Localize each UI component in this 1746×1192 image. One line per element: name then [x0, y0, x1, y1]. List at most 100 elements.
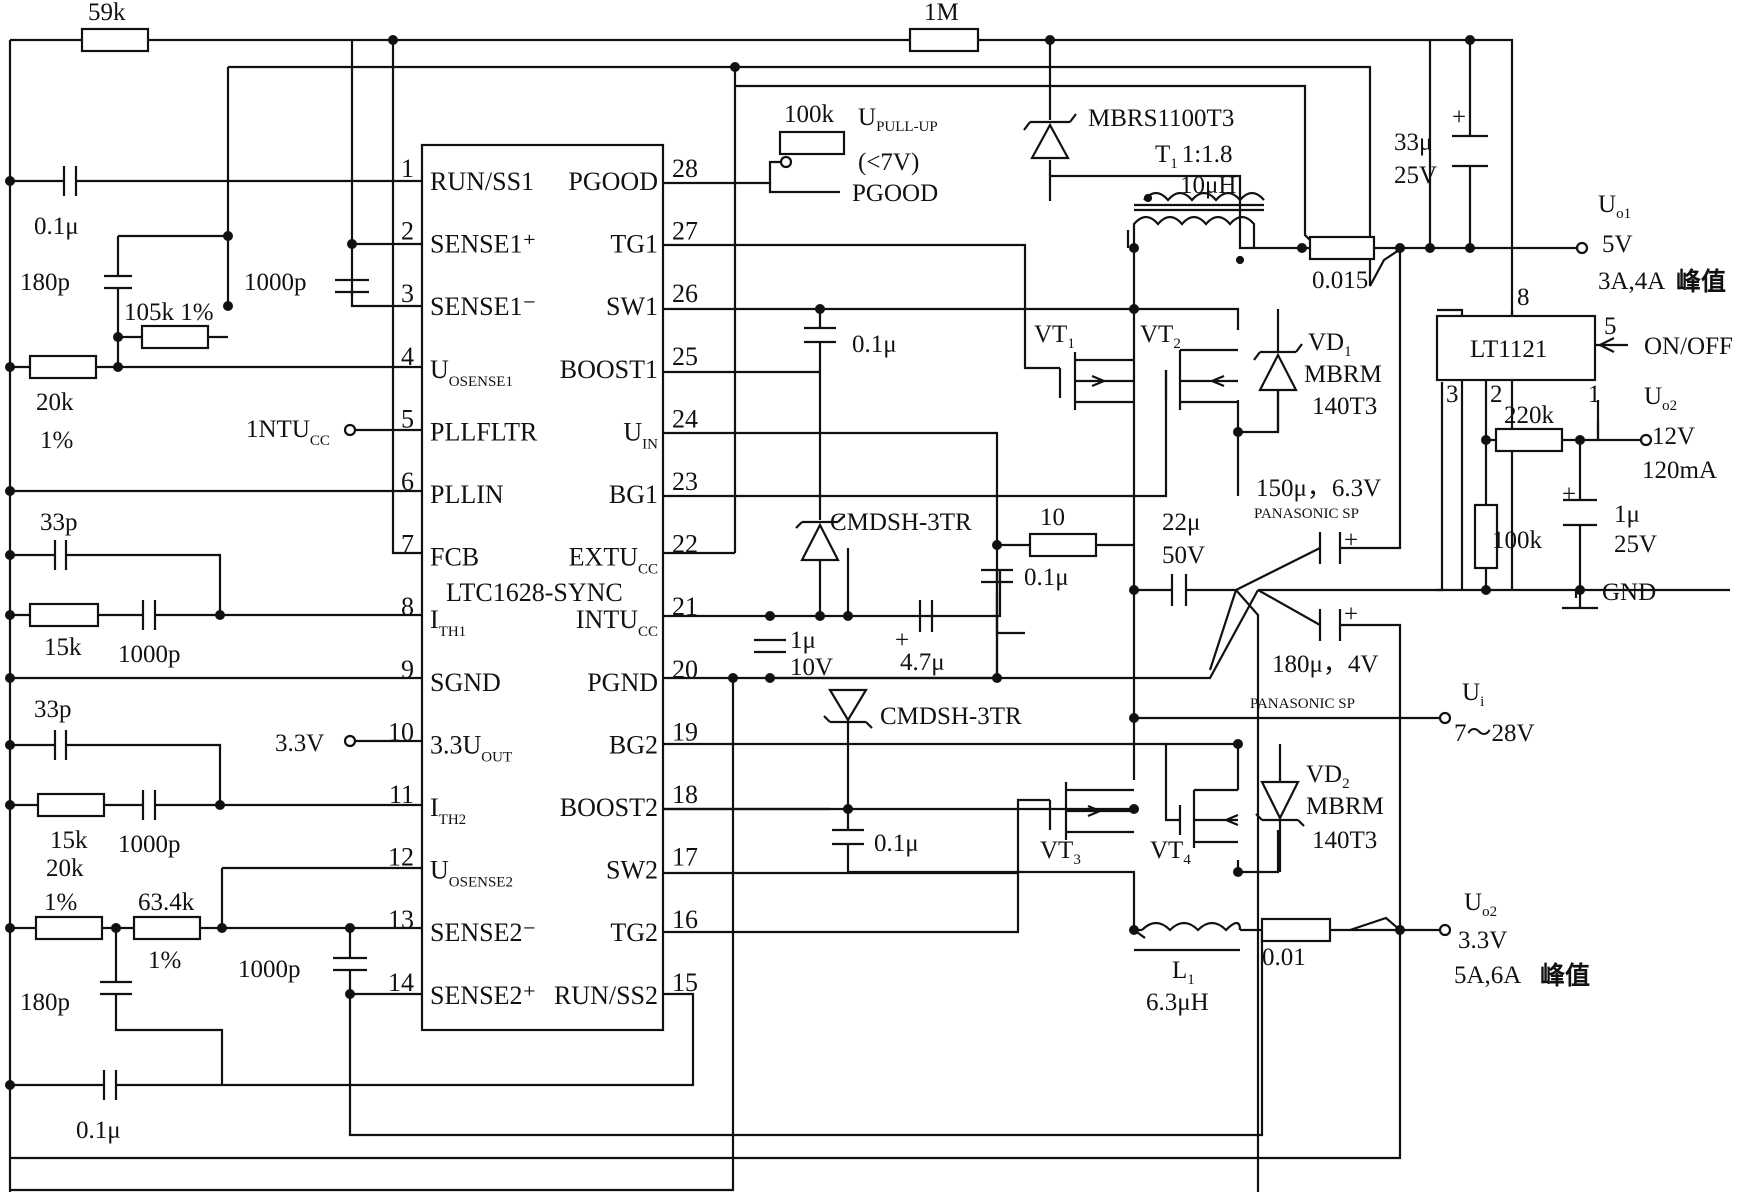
diode-vd1	[1258, 352, 1298, 392]
ic-pin-name: PLLFLTR	[430, 417, 538, 446]
on-off-label: ON/OFF	[1644, 333, 1733, 360]
label-c180p-bottom: 180p	[20, 989, 70, 1016]
ic-pin-name: SENSE2⁻	[430, 918, 536, 947]
capacitor-33p-top	[53, 540, 68, 570]
ic-pin-number: 19	[672, 717, 698, 746]
label-l1: L1	[1172, 957, 1195, 988]
ic-pin-name: BOOST1	[560, 355, 658, 384]
label-r15k-top: 15k	[44, 634, 82, 661]
label-vd1-p1: MBRM	[1304, 361, 1382, 388]
capacitor-01u-uin	[981, 568, 1013, 584]
resistor-15k-top	[28, 602, 100, 628]
label-r63k-tol: 1%	[148, 947, 181, 974]
mosfet-vt1	[1058, 352, 1134, 410]
terminal-uo2-33v	[1438, 923, 1452, 937]
capacitor-1000p-s1	[335, 278, 369, 294]
capacitor-1000p-ith2	[141, 790, 157, 820]
label-panasonic1: PANASONIC SP	[1254, 506, 1359, 522]
lt1121-pin1: 1	[1588, 381, 1601, 408]
mosfet-vt4	[1178, 788, 1239, 848]
ic-pin-number: 10	[388, 717, 414, 746]
label-c1000p-s1: 1000p	[244, 269, 307, 296]
ic-pin-number: 16	[672, 905, 698, 934]
resistor-1m	[908, 27, 980, 53]
diode-vd2	[1260, 780, 1300, 821]
label-r10: 10	[1040, 504, 1065, 531]
label-c1000p-ith1: 1000p	[118, 641, 181, 668]
label-r105k: 105k 1%	[124, 299, 214, 326]
ic-pin-name: UOSENSE1	[430, 355, 513, 390]
capacitor-180u	[1318, 609, 1342, 641]
label-c01u-boost2: 0.1μ	[874, 830, 919, 857]
capacitor-1000p-s2	[333, 956, 367, 972]
ic-pin-number: 9	[401, 655, 414, 684]
label-r20k-top: 20k	[36, 389, 74, 416]
ic-name: LTC1628-SYNC	[446, 578, 623, 607]
ic-pin-name: PGND	[587, 668, 658, 697]
label-gnd: GND	[1602, 579, 1656, 606]
capacitor-180p-top	[104, 274, 132, 290]
ic-pin-name: SW1	[606, 292, 658, 321]
ic-pin-number: 3	[401, 279, 414, 308]
ic-pin-name: EXTUCC	[569, 543, 658, 578]
resistor-105k	[140, 324, 210, 350]
mosfet-vt2	[1164, 348, 1238, 410]
label-r63k: 63.4k	[138, 889, 195, 916]
capacitor-47u	[918, 600, 934, 632]
ic-pin-name: RUN/SS2	[554, 981, 658, 1010]
label-uo2b: Uo2	[1464, 889, 1497, 920]
label-vd2-p2: 140T3	[1312, 827, 1377, 854]
label-c150u-plus: +	[1344, 527, 1358, 554]
label-panasonic2: PANASONIC SP	[1250, 696, 1355, 712]
labels: 59k 1M 100k UPULL-UP (<7V) PGOOD 0.1μ 18…	[20, 0, 1726, 1144]
label-vt2: VT2	[1140, 321, 1181, 352]
label-r15k-bottom: 15k	[50, 827, 88, 854]
label-59k: 59k	[88, 0, 126, 26]
capacitors	[53, 134, 1597, 1100]
lt1121-name: LT1121	[1470, 336, 1547, 363]
label-ui: Ui	[1462, 679, 1484, 710]
label-cmdsh-top: CMDSH-3TR	[830, 509, 972, 536]
terminals	[343, 155, 1653, 937]
ic-pin-number: 6	[401, 467, 414, 496]
ic-pin-number: 7	[401, 530, 414, 559]
terminal-uo2-12v	[1639, 433, 1653, 447]
label-c47u: 4.7μ	[900, 649, 945, 676]
label-vt1: VT1	[1034, 321, 1075, 352]
ic-pin-name: SW2	[606, 856, 658, 885]
capacitor-33p-bottom	[53, 730, 68, 760]
label-pgood: PGOOD	[852, 180, 938, 207]
ic-pin-name: ITH2	[430, 793, 466, 828]
label-mbrs1100t3: MBRS1100T3	[1088, 105, 1234, 132]
wires	[8, 38, 1730, 1192]
resistor-100k-pullup	[778, 130, 846, 156]
ic-pin-number: 27	[672, 217, 698, 246]
diode-mbrs1100t3	[1030, 122, 1070, 160]
transformer-t1-secondary	[1143, 191, 1265, 202]
ic-pin-number: 13	[388, 905, 414, 934]
ic-pin-number: 12	[388, 843, 414, 872]
ic-pin-name: 3.3UOUT	[430, 730, 512, 765]
label-r20k-bottom: 20k	[46, 855, 84, 882]
resistor-10	[1028, 532, 1098, 558]
label-c33u-v: 25V	[1394, 162, 1437, 189]
capacitor-1u-10v	[754, 638, 786, 654]
terminal-pullup	[779, 155, 793, 169]
resistor-001	[1260, 917, 1332, 943]
capacitor-1000p-ith1	[141, 600, 157, 630]
ic-pin-number: 21	[672, 592, 698, 621]
ic-pin-name: TG1	[610, 230, 658, 259]
label-c33p-top: 33p	[40, 509, 78, 536]
lt1121-pin2: 2	[1490, 381, 1503, 408]
lt1121-pin8: 8	[1517, 284, 1530, 311]
label-c1u-25v: 1μ	[1614, 501, 1640, 528]
label-c01u-run1: 0.1μ	[34, 213, 79, 240]
ic-pin-name: SENSE1⁺	[430, 230, 536, 259]
label-c01u-run2: 0.1μ	[76, 1117, 121, 1144]
label-c1u-25v-plus: +	[1562, 481, 1576, 508]
ic-pin-number: 17	[672, 843, 698, 872]
junctions	[5, 35, 1585, 1090]
ic-pin-name: BG1	[609, 480, 658, 509]
ic-pin-number: 18	[672, 780, 698, 809]
